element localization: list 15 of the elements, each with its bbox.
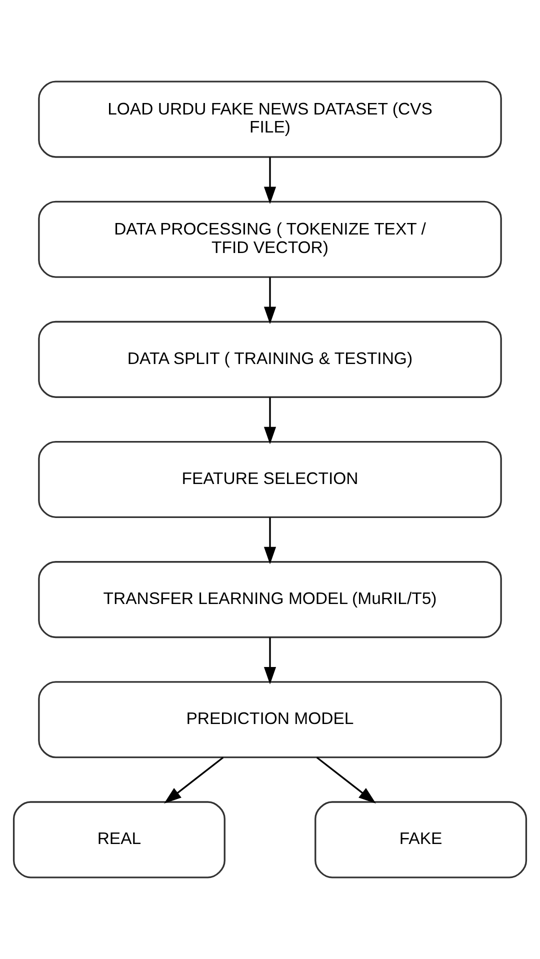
node-box: TRANSFER LEARNING MODEL (MuRIL/T5) [38,561,502,638]
node-box: REAL [12,801,226,878]
node-box: PREDICTION MODEL [38,681,502,758]
arrow [264,157,276,204]
node-box: DATA PROCESSING ( TOKENIZE TEXT / TFID VECTOR) [38,200,502,278]
arrow [316,756,376,804]
node-box: LOAD URDU FAKE NEWS DATASET (CVS FILE) [38,80,502,158]
node-box: FEATURE SELECTION [38,440,502,518]
arrow [264,397,276,444]
node-box: DATA SPLIT ( TRAINING & TESTING) [38,320,502,398]
arrow [264,517,276,564]
arrow [264,637,276,684]
arrow [264,277,276,324]
arrow [164,756,224,804]
node-box: FAKE [314,801,528,878]
